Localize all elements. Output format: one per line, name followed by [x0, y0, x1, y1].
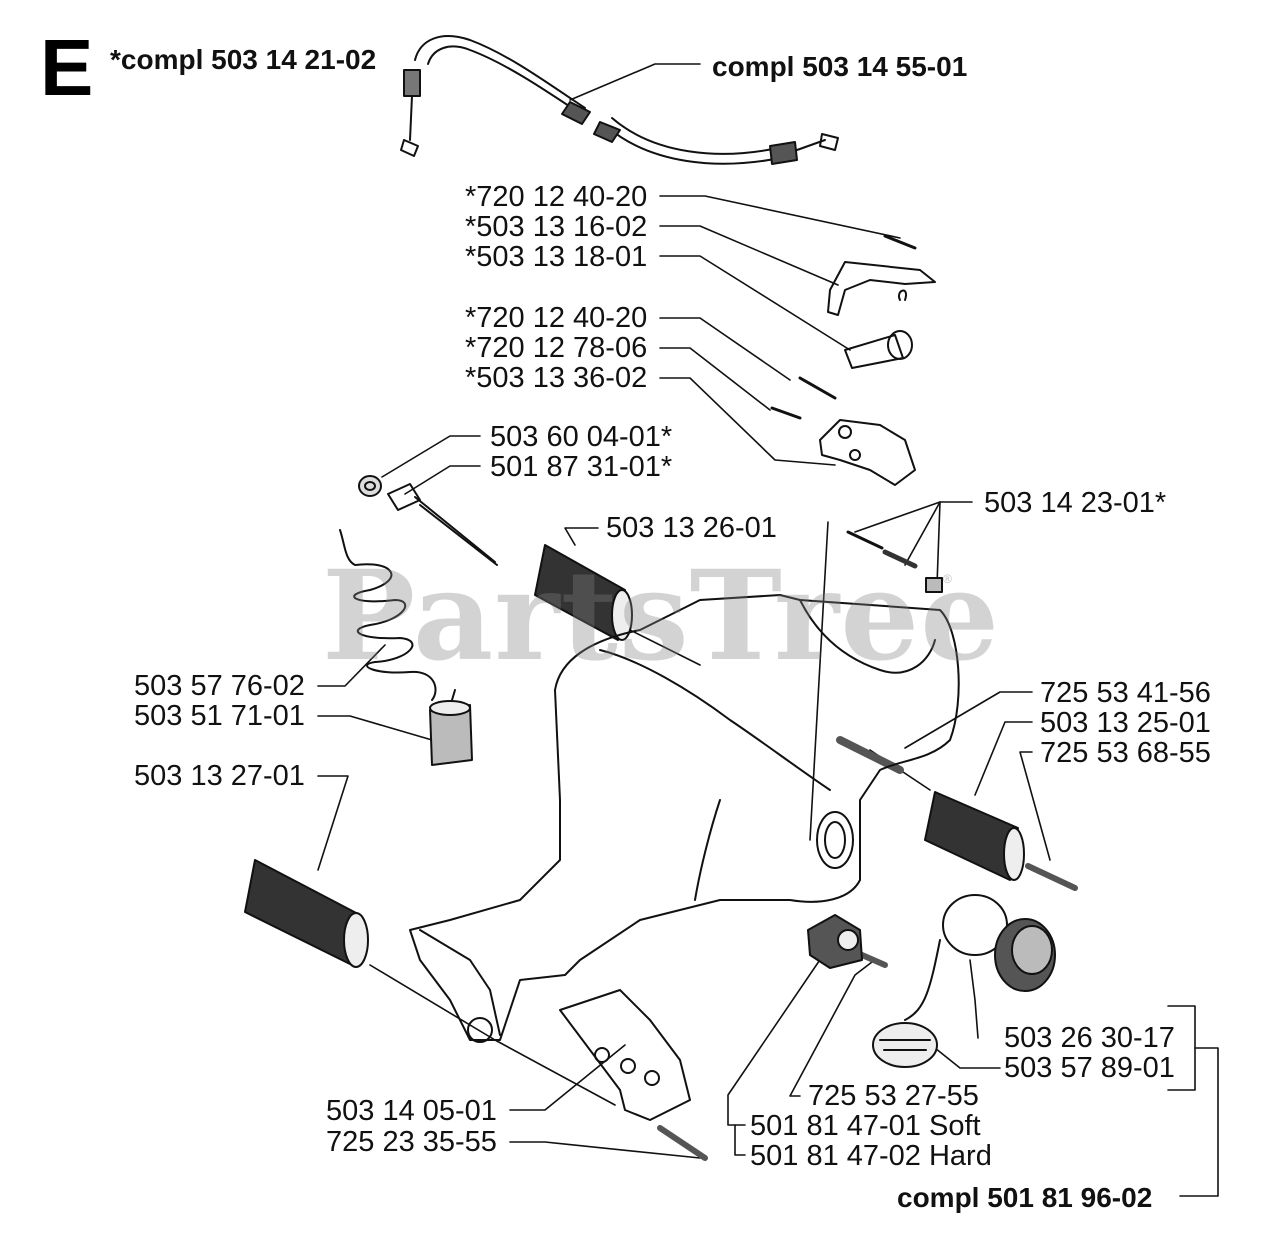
label-part-18: 503 57 89-01 [1004, 1052, 1175, 1084]
label-part-4: *720 12 40-20 [465, 302, 648, 334]
fuel-hose-drawing [387, 483, 498, 566]
label-part-1: *720 12 40-20 [465, 181, 648, 213]
washer-drawing [358, 475, 382, 497]
label-part-22: 725 23 35-55 [326, 1126, 497, 1158]
choke-cable-drawing [593, 117, 839, 165]
label-part-10: 503 14 23-01* [984, 487, 1167, 519]
label-part-15: 725 53 68-55 [1040, 737, 1211, 769]
section-letter: E [40, 23, 94, 112]
label-throttle-cable: *compl 503 14 21-02 [110, 44, 377, 75]
label-fuel-cap-compl: compl 501 81 96-02 [897, 1182, 1153, 1213]
label-part-11: 503 57 76-02 [134, 670, 305, 702]
label-part-14: 503 13 25-01 [1040, 707, 1211, 739]
label-part-12: 503 51 71-01 [134, 700, 305, 732]
tank-housing-drawing [409, 594, 960, 1121]
spring-coil-drawing [339, 529, 437, 701]
label-part-9: 503 13 26-01 [606, 512, 777, 544]
fuel-filter-drawing [429, 689, 473, 766]
leader-lines [317, 63, 1219, 1197]
watermark-registered-mark: ® [943, 572, 952, 586]
buffer-top-drawing [534, 544, 633, 641]
label-part-16: 503 13 27-01 [134, 760, 305, 792]
label-part-3: *503 13 18-01 [465, 241, 648, 273]
label-part-23: 501 81 47-02 Hard [750, 1140, 992, 1172]
watermark: PartsTree [322, 544, 1001, 689]
label-part-20: 503 14 05-01 [326, 1095, 497, 1127]
label-part-2: *503 13 16-02 [465, 211, 648, 243]
fuel-cap-drawing [807, 894, 1056, 1068]
trigger-assembly-drawing [770, 376, 916, 486]
label-part-7: 503 60 04-01* [490, 421, 673, 453]
label-part-21: 501 81 47-01 Soft [750, 1110, 981, 1142]
label-part-5: *720 12 78-06 [465, 332, 648, 364]
throttle-cable-drawing [400, 35, 591, 157]
label-part-17: 503 26 30-17 [1004, 1022, 1175, 1054]
label-part-8: 501 87 31-01* [490, 451, 673, 483]
buffer-left-drawing [244, 859, 369, 968]
buffer-right-drawing [924, 791, 1025, 881]
label-part-6: *503 13 36-02 [465, 362, 648, 394]
label-part-19: 725 53 27-55 [808, 1080, 979, 1112]
label-choke-cable: compl 503 14 55-01 [712, 51, 968, 82]
throttle-lever-drawing [827, 234, 936, 369]
label-part-13: 725 53 41-56 [1040, 677, 1211, 709]
